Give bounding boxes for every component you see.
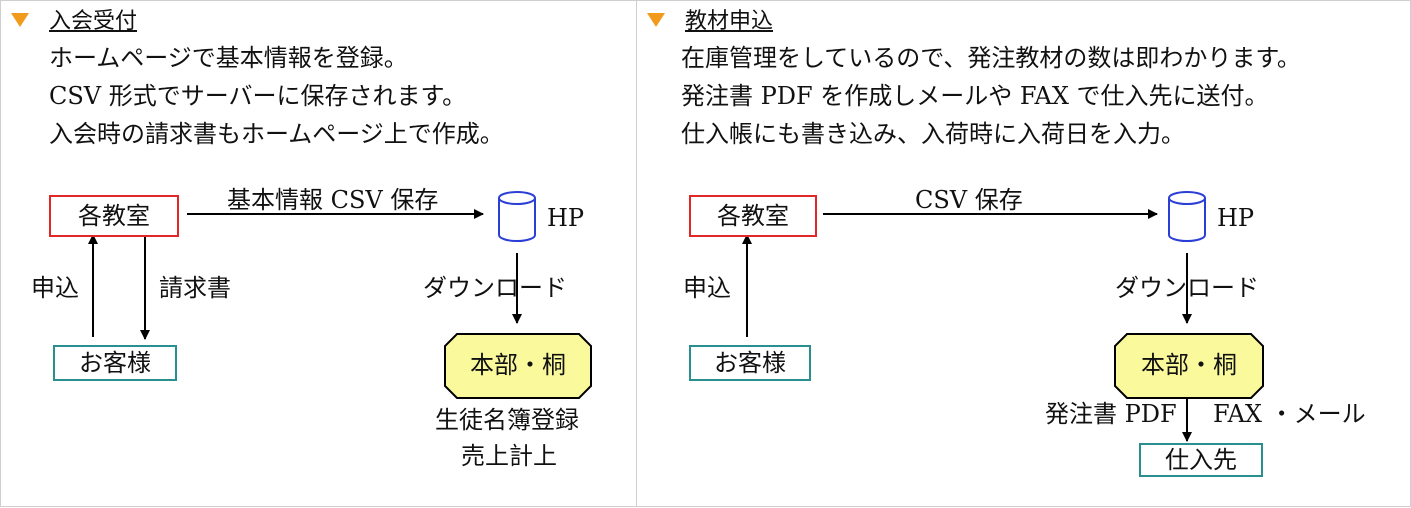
section-title: 入会受付 [49, 9, 138, 34]
flow-arrows [742, 191, 1264, 442]
node-customer: お客様 [689, 345, 811, 381]
arrow-label-fax-mail: FAX ・メール [1213, 400, 1366, 428]
node-classroom: 各教室 [689, 195, 817, 237]
panel-materials: 教材申込 在庫管理をしているので、発注教材の数は即わかります。 発注書 PDF … [636, 0, 1411, 507]
orange-triangle-icon [647, 13, 665, 27]
arrow-label-apply: 申込 [31, 274, 79, 302]
arrow-label-csv-save: CSV 保存 [915, 186, 1023, 214]
node-classroom: 各教室 [49, 195, 179, 237]
database-icon [1168, 191, 1206, 242]
arrow-label-csv-save: 基本情報 CSV 保存 [227, 186, 439, 214]
result-sales: 売上計上 [461, 442, 557, 470]
orange-triangle-icon [11, 13, 29, 27]
node-customer: お客様 [53, 345, 177, 381]
result-student-registry: 生徒名簿登録 [435, 406, 579, 434]
description-line: 在庫管理をしているので、発注教材の数は即わかります。 [681, 44, 1301, 72]
arrow-label-order-pdf: 発注書 PDF [1045, 400, 1177, 428]
section-header-materials: 教材申込 [647, 9, 773, 35]
flow-arrows [88, 191, 592, 399]
node-hp-label: HP [547, 204, 585, 232]
arrow-label-invoice: 請求書 [159, 274, 231, 302]
description-line: ホームページで基本情報を登録。 [49, 44, 408, 72]
node-hp-label: HP [1217, 204, 1255, 232]
description: 在庫管理をしているので、発注教材の数は即わかります。 発注書 PDF を作成しメ… [681, 39, 1301, 153]
hq-octagon [444, 333, 592, 399]
node-hq-label: 本部・桐 [470, 351, 566, 379]
description-line: 仕入帳にも書き込み、入荷時に入荷日を入力。 [681, 120, 1185, 148]
arrow-label-download: ダウンロード [423, 274, 567, 302]
node-supplier: 仕入先 [1139, 443, 1263, 477]
node-hq-label: 本部・桐 [1141, 351, 1237, 379]
description-line: 発注書 PDF を作成しメールや FAX で仕入先に送付。 [681, 82, 1269, 110]
database-icon [498, 191, 536, 242]
section-title: 教材申込 [685, 9, 774, 34]
hq-octagon [1114, 333, 1264, 399]
description-line: CSV 形式でサーバーに保存されます。 [49, 82, 467, 110]
panel-membership: 入会受付 ホームページで基本情報を登録。 CSV 形式でサーバーに保存されます。… [0, 0, 637, 507]
arrow-label-download: ダウンロード [1115, 274, 1259, 302]
description-line: 入会時の請求書もホームページ上で作成。 [49, 120, 504, 148]
section-header-membership: 入会受付 [11, 9, 137, 35]
arrow-label-apply: 申込 [683, 274, 731, 302]
description: ホームページで基本情報を登録。 CSV 形式でサーバーに保存されます。 入会時の… [49, 39, 504, 153]
